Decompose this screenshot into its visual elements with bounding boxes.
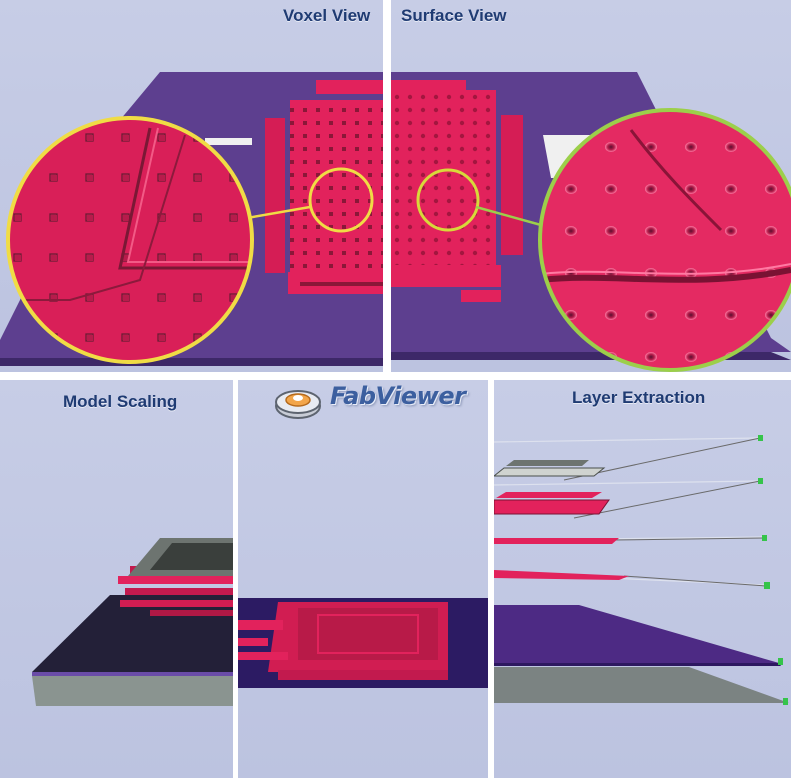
microstructure (205, 80, 383, 294)
surface-zoom-lens (538, 108, 791, 372)
surface-view-panel[interactable]: Surface View (391, 0, 791, 372)
layer-extraction-panel[interactable]: Layer Extraction (494, 380, 791, 778)
microstructure (238, 602, 448, 680)
model-scaling-panel[interactable]: Model Scaling (0, 380, 233, 778)
microstructure (391, 80, 591, 302)
voxel-view-panel[interactable]: Voxel View (0, 0, 383, 372)
extracted-layers (494, 460, 789, 703)
model-scaling-title: Model Scaling (63, 392, 178, 411)
voxel-view-title: Voxel View (283, 6, 371, 25)
fabviewer-logo-text: FabViewer (330, 382, 466, 410)
fabviewer-logo-icon (275, 390, 321, 419)
surface-view-title: Surface View (401, 6, 507, 25)
zoom-indicator (416, 168, 542, 232)
layer-extraction-title: Layer Extraction (572, 388, 706, 407)
layer-stack (118, 538, 233, 616)
zoom-indicator (246, 167, 374, 233)
fabviewer-panel[interactable] (238, 380, 488, 778)
layer-markers (758, 435, 788, 705)
fabviewer-logo (268, 382, 468, 422)
voxel-zoom-lens (6, 116, 254, 364)
